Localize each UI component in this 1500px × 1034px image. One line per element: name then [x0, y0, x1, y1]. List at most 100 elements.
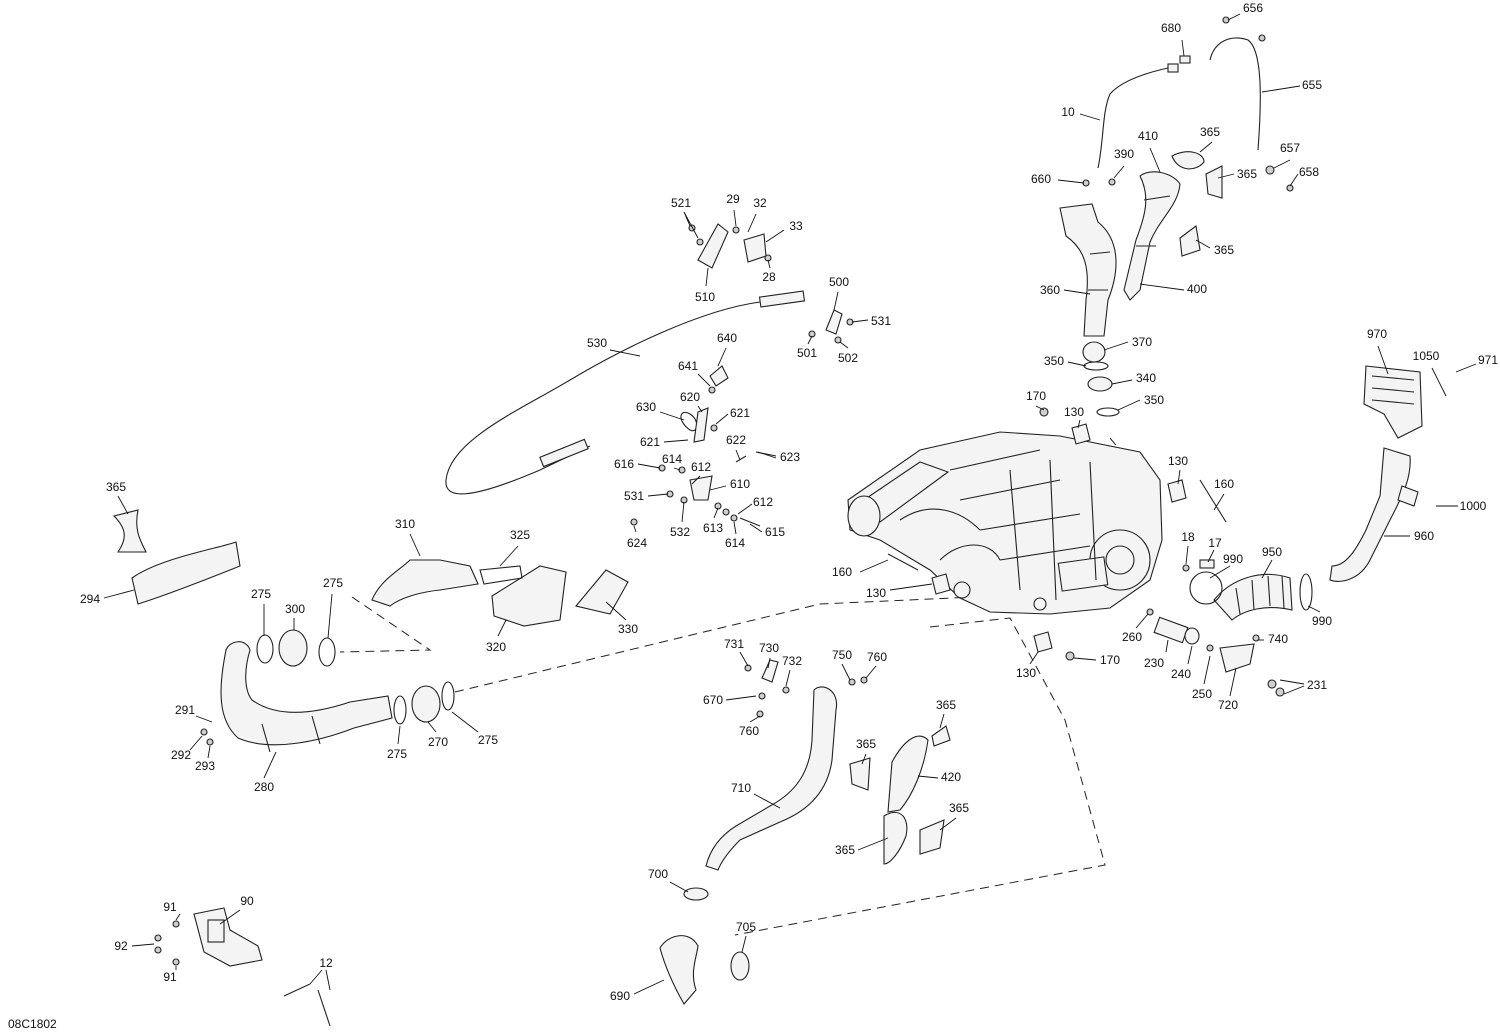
callout-number: 700: [648, 867, 668, 881]
callout-number: 622: [726, 433, 746, 447]
air-duct-960: [1329, 447, 1419, 582]
callout-number: 170: [1026, 389, 1046, 403]
callout-number: 160: [1214, 477, 1234, 491]
callout-number: 365: [1200, 125, 1220, 139]
intake-clamps-275-300-270: [200, 629, 455, 746]
diagram-code: 08C1802: [8, 1017, 57, 1031]
callout-number: 280: [254, 780, 274, 794]
callout-number: 971: [1478, 353, 1498, 367]
callout-number: 250: [1192, 687, 1212, 701]
callout-number: 370: [1132, 335, 1152, 349]
heat-shield-294: [112, 509, 241, 605]
callout-number: 275: [478, 733, 498, 747]
callout-number: 365: [949, 801, 969, 815]
callout-number: 624: [627, 536, 647, 550]
callout-number: 970: [1367, 327, 1387, 341]
callout-number: 17: [1208, 536, 1222, 550]
callout-number: 731: [724, 637, 744, 651]
callout-number: 760: [867, 650, 887, 664]
callout-number: 29: [726, 192, 740, 206]
callout-number: 160: [832, 565, 852, 579]
callout-number: 90: [240, 894, 254, 908]
callout-number: 740: [1268, 632, 1288, 646]
callout-number: 510: [695, 290, 715, 304]
callout-number: 310: [395, 517, 415, 531]
exhaust-clamps-340-350-370: [1082, 341, 1120, 417]
callout-number: 130: [1168, 454, 1188, 468]
callout-number: 680: [1161, 21, 1181, 35]
throttle-cable-530: [445, 290, 806, 495]
callout-number: 501: [797, 346, 817, 360]
exhaust-pipe-420: [883, 735, 929, 865]
heat-shields-365-top: [1171, 151, 1223, 257]
callout-number: 614: [662, 452, 682, 466]
clamps-990: [1189, 571, 1313, 611]
callout-number: 531: [624, 489, 644, 503]
callout-number: 365: [835, 843, 855, 857]
callout-number: 365: [936, 698, 956, 712]
callout-number: 12: [319, 956, 333, 970]
callout-number: 500: [829, 275, 849, 289]
callout-number: 1000: [1460, 499, 1487, 513]
callout-number: 502: [838, 351, 858, 365]
mount-parts-230-240-720: [1146, 559, 1285, 697]
callout-number: 760: [739, 724, 759, 738]
callout-number: 92: [114, 939, 128, 953]
callout-number: 610: [730, 477, 750, 491]
callout-number: 275: [251, 587, 271, 601]
callout-number: 340: [1136, 371, 1156, 385]
callout-number: 130: [1016, 666, 1036, 680]
fuel-hose-10: [1097, 63, 1179, 169]
callout-number: 656: [1243, 1, 1263, 15]
callout-number: 365: [106, 480, 126, 494]
intake-duct-310: [371, 559, 479, 607]
callout-number: 660: [1031, 172, 1051, 186]
callout-number: 670: [703, 693, 723, 707]
callout-number: 18: [1181, 530, 1195, 544]
callout-number: 614: [725, 536, 745, 550]
fuel-hose-655: [1179, 37, 1261, 151]
callout-number: 130: [1064, 405, 1084, 419]
callout-number: 365: [856, 737, 876, 751]
callout-number: 292: [171, 748, 191, 762]
callout-number: 291: [175, 703, 195, 717]
bracket-500: [808, 309, 854, 344]
callout-number: 275: [323, 576, 343, 590]
airbox-320-325-330: [479, 565, 629, 627]
callout-number: 640: [717, 331, 737, 345]
callout-number: 720: [1218, 698, 1238, 712]
callout-number: 658: [1299, 165, 1319, 179]
callout-number: 655: [1302, 78, 1322, 92]
callout-number: 230: [1144, 656, 1164, 670]
callout-number: 630: [636, 400, 656, 414]
callout-number: 613: [703, 521, 723, 535]
callout-number: 710: [731, 781, 751, 795]
callout-number: 365: [1237, 167, 1257, 181]
callout-number: 1050: [1413, 349, 1440, 363]
callout-number: 10: [1061, 105, 1075, 119]
callout-number: 320: [486, 640, 506, 654]
callout-number: 350: [1044, 354, 1064, 368]
callout-number: 420: [941, 770, 961, 784]
callout-number: 657: [1280, 141, 1300, 155]
callout-number: 360: [1040, 283, 1060, 297]
callout-number: 612: [753, 495, 773, 509]
exhaust-clamp-700-705: [683, 887, 750, 981]
module-90: [154, 907, 263, 967]
callout-number: 231: [1307, 678, 1327, 692]
callout-number: 240: [1171, 667, 1191, 681]
callout-number: 530: [587, 336, 607, 350]
lever-parts-600: [630, 365, 777, 527]
callout-number: 260: [1122, 630, 1142, 644]
callout-number: 28: [762, 270, 776, 284]
callout-number: 990: [1223, 552, 1243, 566]
engine-mount-parts: [887, 407, 1227, 661]
callout-number: 705: [736, 920, 756, 934]
callout-number: 390: [1114, 147, 1134, 161]
exhaust-pipe-360: [1059, 203, 1117, 337]
callout-number: 294: [80, 592, 100, 606]
muffler-outlet-690: [659, 935, 699, 1005]
callout-number: 950: [1262, 545, 1282, 559]
callout-number: 750: [832, 648, 852, 662]
